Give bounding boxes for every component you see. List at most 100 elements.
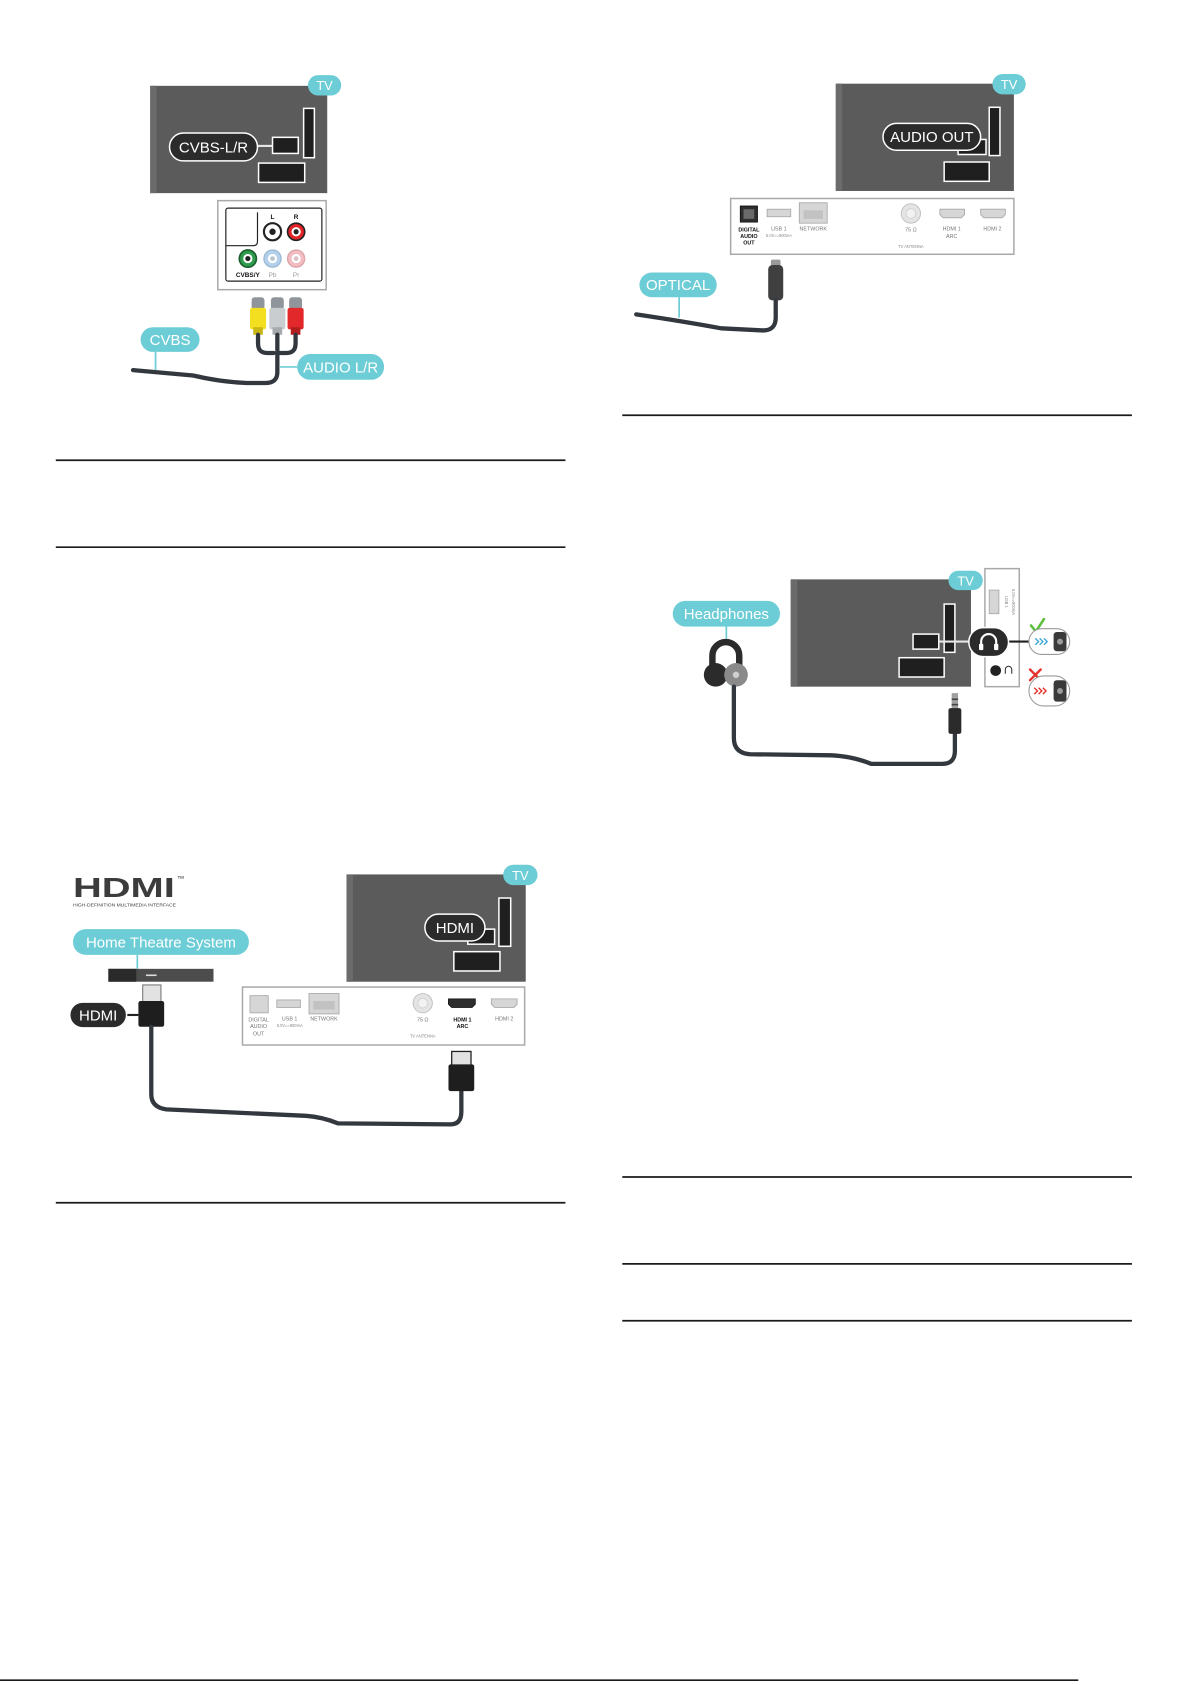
yellow-cable bbox=[255, 332, 276, 356]
cvbs-video-jack bbox=[238, 249, 258, 268]
dao-label-2: AUDIO bbox=[740, 234, 757, 240]
optical-cable-label: OPTICAL bbox=[639, 272, 717, 298]
cable-hdmi-label-text: HDMI bbox=[79, 1007, 117, 1024]
tv-back-edge bbox=[346, 874, 353, 982]
usb-label: USB 1 bbox=[282, 1016, 298, 1022]
tv-badge: TV bbox=[307, 75, 342, 96]
hdmi2-port bbox=[980, 208, 1006, 219]
main-av-cable bbox=[130, 332, 280, 386]
tv-vertical-port bbox=[988, 106, 1001, 157]
jack-label-r: R bbox=[294, 214, 299, 221]
usb-label: USB 1 bbox=[771, 227, 787, 233]
tv-bottom-port bbox=[453, 950, 501, 972]
tv-vertical-port bbox=[943, 603, 956, 654]
optical-connection-diagram: TV AUDIO OUT DIGITAL AUDIO OUT USB 1 5.0… bbox=[634, 74, 1026, 333]
dao-label-2: AUDIO bbox=[250, 1024, 267, 1030]
red-cable bbox=[277, 332, 298, 356]
audio-lr-cable-label: AUDIO L/R bbox=[297, 354, 385, 380]
left-hdmi-plug bbox=[138, 984, 165, 1027]
home-theatre-label: Home Theatre System bbox=[72, 929, 249, 955]
tv-hdmi-label-text: HDMI bbox=[436, 920, 474, 937]
headphones-icon bbox=[980, 633, 998, 649]
dao-label-3: OUT bbox=[743, 241, 755, 247]
optical-plug bbox=[768, 259, 784, 301]
antenna-port bbox=[412, 993, 433, 1014]
tv-hdmi-port-label: HDMI bbox=[424, 913, 486, 942]
tv-vertical-port bbox=[498, 897, 512, 948]
antenna-impedance-label: 75 Ω bbox=[417, 1017, 428, 1023]
pb-jack bbox=[263, 249, 282, 268]
component-jack-panel: L R bbox=[217, 199, 327, 291]
hdmi2-label: HDMI 2 bbox=[983, 227, 1001, 233]
optical-cable bbox=[634, 298, 778, 333]
side-usb-port bbox=[988, 589, 1000, 615]
antenna-impedance-label: 75 Ω bbox=[905, 228, 916, 234]
tv-connector-strip: DIGITAL AUDIO OUT USB 1 5.0V==900mA NETW… bbox=[729, 197, 1015, 256]
home-theatre-label-text: Home Theatre System bbox=[86, 934, 236, 951]
headphone-jack bbox=[990, 665, 1002, 676]
red-audio-plug bbox=[287, 297, 304, 335]
cvbs-lr-port-label: CVBS-L/R bbox=[168, 132, 259, 162]
dao-label-3: OUT bbox=[253, 1031, 265, 1037]
antenna-label: TV ANTENNA bbox=[410, 1034, 436, 1039]
tv-back-edge bbox=[150, 85, 157, 194]
headphones-connection-diagram: TV USB 1 5.0V==900mA bbox=[672, 567, 1071, 767]
side-usb-label: USB 1 bbox=[1004, 596, 1009, 608]
hdmi2-port bbox=[490, 998, 518, 1008]
headphones-cable bbox=[731, 684, 958, 767]
hdmi-logo: HDMI ™ HIGH-DEFINITION MULTIMEDIA INTERF… bbox=[73, 872, 185, 909]
optical-label-text: OPTICAL bbox=[646, 277, 710, 294]
tv-badge-text: TV bbox=[1001, 77, 1018, 92]
dao-label-1: DIGITAL bbox=[738, 228, 760, 234]
headphones-port-label bbox=[968, 626, 1010, 658]
hdmi-cable bbox=[149, 1024, 464, 1127]
cvbs-cable-label-text: CVBS bbox=[150, 332, 191, 349]
usb-port bbox=[276, 999, 301, 1008]
audio-left-jack bbox=[262, 222, 283, 242]
pr-jack bbox=[286, 249, 306, 268]
tv-connector-strip: DIGITAL AUDIO OUT USB 1 5.0V==900mA NETW… bbox=[241, 986, 526, 1046]
usb-rating-label: 5.0V==900mA bbox=[766, 233, 792, 238]
headphones-device-label: Headphones bbox=[672, 600, 781, 627]
jack-label-pr: Pr bbox=[293, 272, 300, 279]
jack-label-cvbs-y: CVBS/Y bbox=[236, 272, 261, 279]
cvbs-connection-diagram: TV CVBS-L/R L R bbox=[130, 75, 385, 386]
wrong-plug bbox=[1028, 675, 1071, 707]
tv-bottom-port bbox=[257, 162, 306, 184]
headphones-icon bbox=[1004, 665, 1013, 674]
antenna-port bbox=[900, 203, 921, 224]
tv-headphone-port bbox=[912, 633, 940, 650]
headphone-jack-plug bbox=[948, 693, 962, 734]
hdmi2-label: HDMI 2 bbox=[495, 1016, 513, 1022]
tv-back-edge bbox=[835, 83, 843, 191]
hdmi-connection-diagram: HDMI ™ HIGH-DEFINITION MULTIMEDIA INTERF… bbox=[68, 864, 538, 1127]
network-label: NETWORK bbox=[800, 227, 828, 233]
tv-back-edge bbox=[790, 579, 798, 687]
hdmi-logo-trademark: ™ bbox=[177, 874, 185, 883]
audio-right-jack bbox=[286, 222, 306, 242]
tv-bottom-port bbox=[898, 656, 945, 678]
hdmi-logo-text: HDMI bbox=[73, 872, 175, 903]
hdmi1-label: HDMI 1 bbox=[453, 1017, 471, 1023]
tv-cvbs-port bbox=[271, 136, 300, 155]
cvbs-cable-label: CVBS bbox=[140, 327, 200, 352]
hdmi-logo-tagline: HIGH-DEFINITION MULTIMEDIA INTERFACE bbox=[73, 903, 176, 909]
yellow-video-plug bbox=[249, 297, 267, 335]
cvbs-lr-label-text: CVBS-L/R bbox=[179, 139, 248, 156]
dao-label-1: DIGITAL bbox=[248, 1017, 268, 1023]
hdmi1-arc-label: ARC bbox=[457, 1024, 469, 1030]
tv-badge-text: TV bbox=[957, 573, 974, 588]
side-usb-rating: 5.0V==900mA bbox=[1011, 589, 1016, 615]
digital-audio-out-port bbox=[249, 995, 269, 1014]
antenna-label: TV ANTENNA bbox=[898, 244, 924, 249]
headphones-label-text: Headphones bbox=[684, 606, 769, 623]
jack-label-l: L bbox=[271, 214, 275, 221]
audio-out-label-text: AUDIO OUT bbox=[890, 129, 973, 146]
section-rules bbox=[0, 414, 1132, 1682]
audio-out-port-label: AUDIO OUT bbox=[882, 122, 982, 151]
usb-port bbox=[766, 208, 792, 218]
white-audio-plug bbox=[269, 297, 286, 335]
tv-badge: TV bbox=[948, 570, 983, 591]
right-hdmi-plug bbox=[448, 1050, 475, 1092]
